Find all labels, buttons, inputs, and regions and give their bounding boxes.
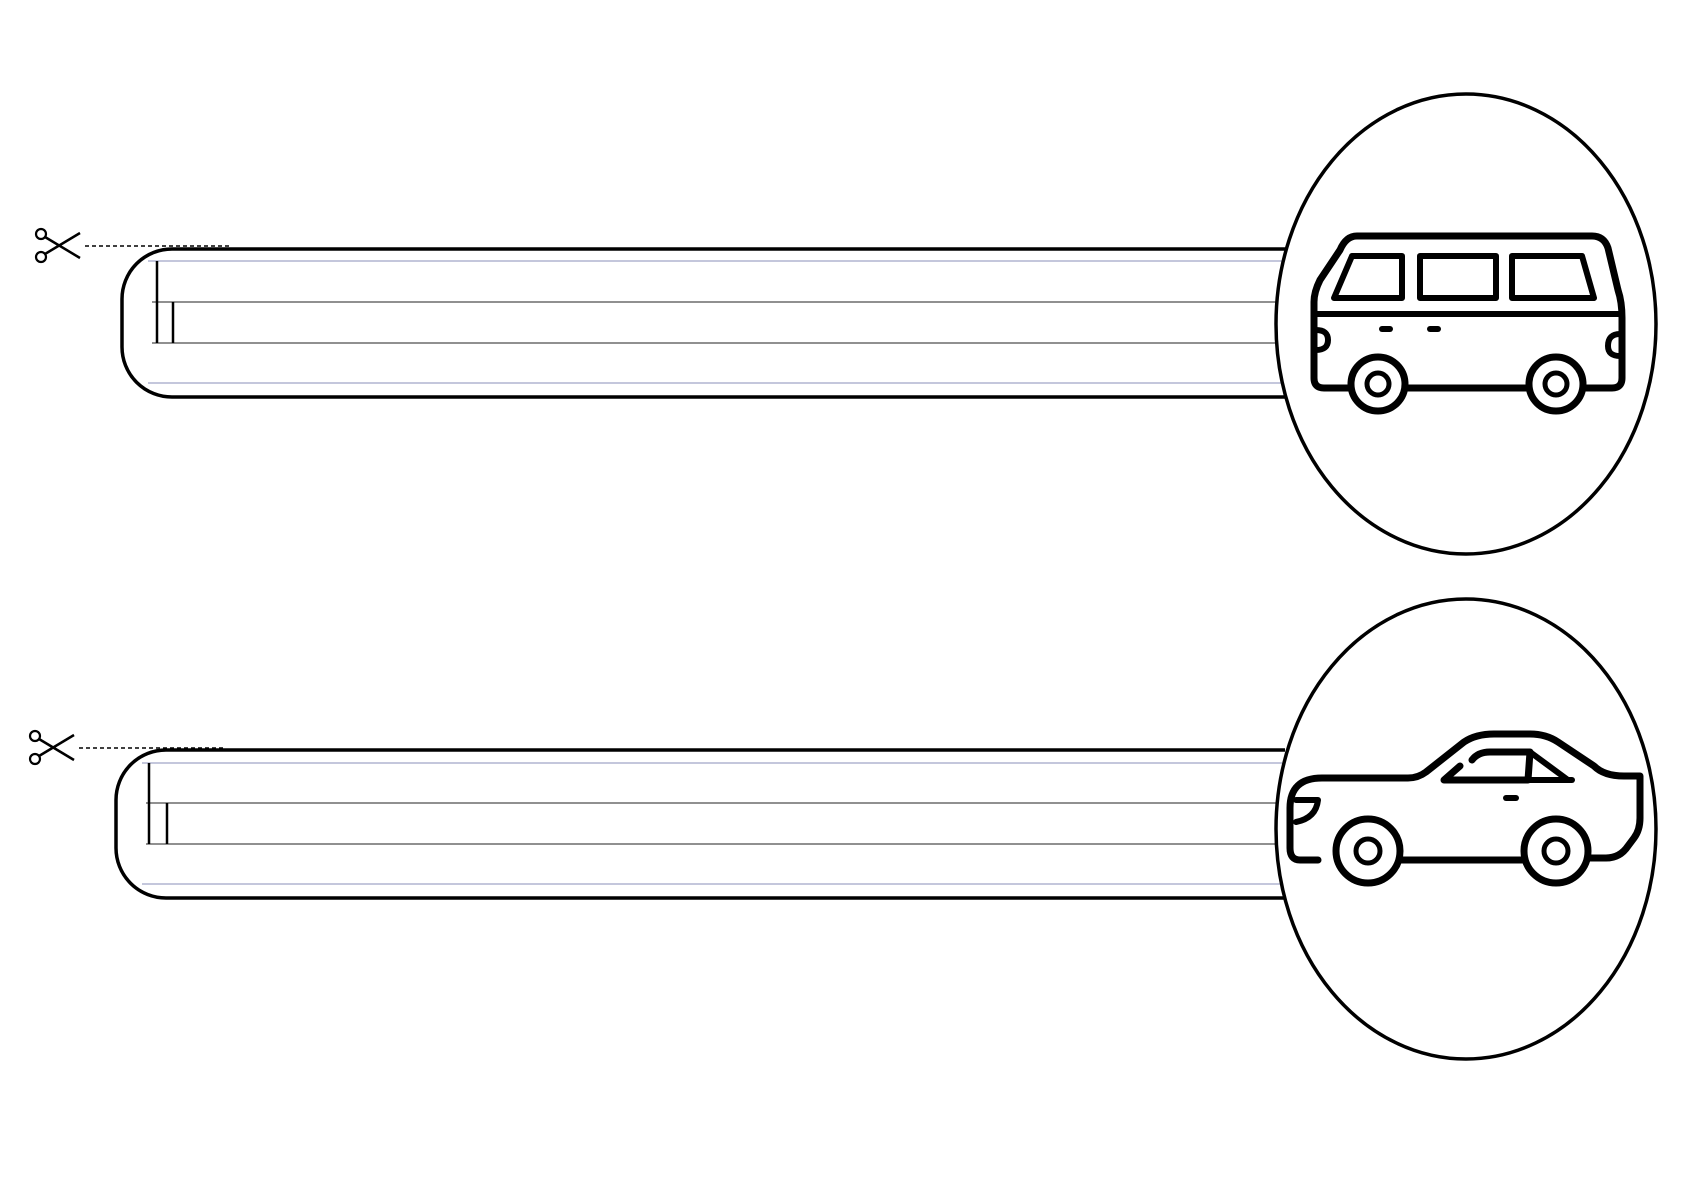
scissors-icon: [28, 729, 75, 766]
name-strip-outline: [120, 247, 1285, 399]
handwriting-lines: [148, 260, 1282, 384]
car-icon: [1286, 730, 1644, 887]
picture-oval: [1274, 92, 1658, 556]
name-strip-outline: [114, 748, 1285, 900]
strip-1: [34, 92, 1658, 556]
handwriting-lines: [142, 762, 1282, 885]
picture-oval: [1274, 597, 1658, 1061]
van-icon: [1310, 232, 1626, 415]
strip-2: [28, 597, 1658, 1061]
scissors-icon: [34, 227, 81, 264]
